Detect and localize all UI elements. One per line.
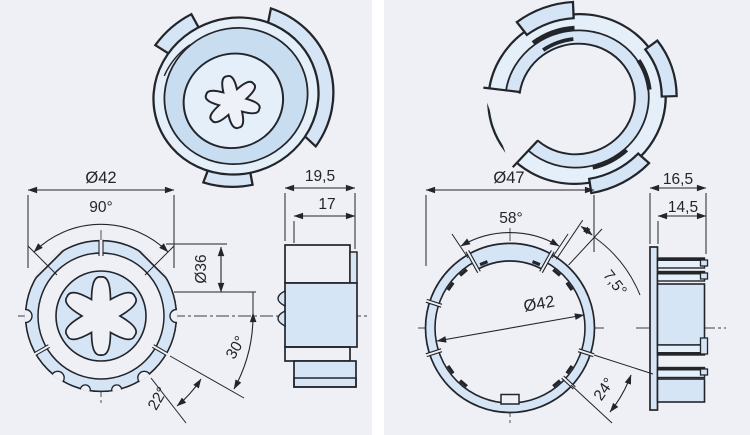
ext-arc-tab-angle [593, 236, 641, 296]
rim-detail-arc [163, 44, 191, 77]
section-mid-block [284, 282, 358, 348]
dim-arc-slit-angle [176, 378, 202, 407]
inner-tab-mark [552, 379, 562, 388]
left-3d-view [152, 6, 335, 188]
star-hole-3d [204, 75, 261, 130]
slit-edge [151, 346, 169, 358]
inner-tab-mark [552, 268, 562, 277]
dim-outer-diameter-right-label: Ø47 [493, 169, 524, 187]
slit-edge [561, 377, 574, 390]
slit-gap [425, 299, 442, 308]
slit-edge [541, 251, 555, 274]
dim-inner-depth-right-label: 14,5 [668, 199, 698, 216]
inner-tab-mark [446, 281, 455, 292]
slit-gap [465, 250, 481, 273]
ext-total-depth-right [649, 193, 707, 254]
slit-edge [577, 351, 594, 358]
ext-slit-angle [150, 377, 187, 424]
slit-edge [563, 375, 576, 388]
inner-tab-mark [565, 364, 574, 375]
dim-top-angle-right-label: 58° [499, 210, 522, 227]
dim-total-depth-right-label: 16,5 [663, 171, 693, 188]
dim-inner-depth-label: 17 [318, 196, 335, 213]
top-clip-bar [531, 25, 575, 45]
notch-right [169, 308, 178, 324]
left-panel: Ø42 90° Ø36 30° 22° 19,5 17 [18, 6, 367, 424]
bottom-keyway-notch [500, 393, 520, 405]
dim-total-depth-label: 19,5 [305, 168, 335, 185]
dim-top-angle-label: 90° [89, 199, 112, 216]
opening-edges-3d [483, 86, 539, 168]
slit-edge [426, 351, 443, 358]
side-hook-3 [699, 337, 709, 355]
side-lower-block [656, 378, 706, 403]
inner-tab-mark [531, 260, 541, 267]
section-lower-hatch [293, 377, 357, 388]
right-clip-bar [636, 59, 652, 91]
slit-gap [152, 344, 171, 357]
ext-outer-diameter-right [425, 195, 595, 266]
top-clip-bar-2 [542, 37, 574, 52]
side-hook-4 [699, 368, 709, 376]
inner-tab-mark [458, 268, 468, 277]
right-clip-3d [643, 39, 678, 98]
dim-outer-diameter-label: Ø42 [85, 169, 116, 187]
side-main-block [656, 283, 706, 346]
inner-tab-mark [446, 364, 455, 375]
side-hook-1 [699, 259, 709, 267]
dim-line-inner-diameter [436, 313, 585, 343]
section-top-step [349, 251, 358, 284]
slit-gap [31, 344, 50, 357]
right-side-view [649, 246, 709, 411]
slit-edge [578, 348, 595, 355]
slit-edge [426, 298, 443, 305]
notch-left [24, 308, 33, 324]
panel-divider [372, 0, 384, 435]
ext-top-angle [27, 245, 175, 276]
dim-arc-tab-angle [580, 225, 593, 236]
ext-outer-diameter [27, 195, 175, 268]
left-front-view [24, 239, 178, 393]
slit-gap [425, 348, 442, 357]
dim-arc-top-angle [33, 223, 169, 253]
ext-top-angle-right [451, 233, 569, 259]
slit-edge [153, 344, 171, 355]
bottom-clip-bar [592, 148, 629, 170]
inner-tab-mark [479, 260, 489, 267]
ext-lower-slit-angle [570, 354, 654, 424]
top-clip-3d [515, 0, 575, 37]
slit-gap [539, 250, 555, 273]
slit-edge [539, 250, 552, 272]
side-flange-plate [649, 246, 659, 411]
right-3d-view [481, 0, 678, 195]
chamfer-edges [35, 249, 168, 279]
inner-tab-mark [565, 281, 574, 292]
inner-tab-mark [458, 379, 468, 388]
ring-opening-3d [481, 87, 572, 169]
slit-edge [31, 344, 49, 355]
side-hook-2 [699, 272, 709, 280]
slit-edge [425, 348, 442, 355]
dim-arc-top-angle-right [460, 232, 560, 247]
dim-arc-notch-angle [233, 312, 257, 390]
ring-slits [31, 239, 171, 358]
dim-arc-lower-slit-angle [609, 374, 632, 413]
ext-tab-angle [555, 219, 603, 266]
slit-edge [465, 251, 479, 274]
left-section-view [277, 244, 358, 388]
slit-edge [33, 346, 51, 358]
slit-edge [468, 250, 481, 272]
section-lower-step [293, 360, 357, 388]
slit-edge [425, 301, 442, 308]
ext-total-depth [284, 193, 356, 249]
section-left-bumps [277, 289, 286, 328]
right-panel: Ø47 58° 7,5° Ø42 24° 16,5 14,5 [418, 0, 726, 424]
ext-notch-angle [169, 355, 245, 399]
dim-bore-label: Ø36 [193, 254, 210, 283]
star-hole [65, 276, 137, 356]
dim-inner-diameter-label: Ø42 [522, 293, 556, 316]
ext-bore [166, 243, 256, 313]
slit-gap [578, 348, 595, 357]
